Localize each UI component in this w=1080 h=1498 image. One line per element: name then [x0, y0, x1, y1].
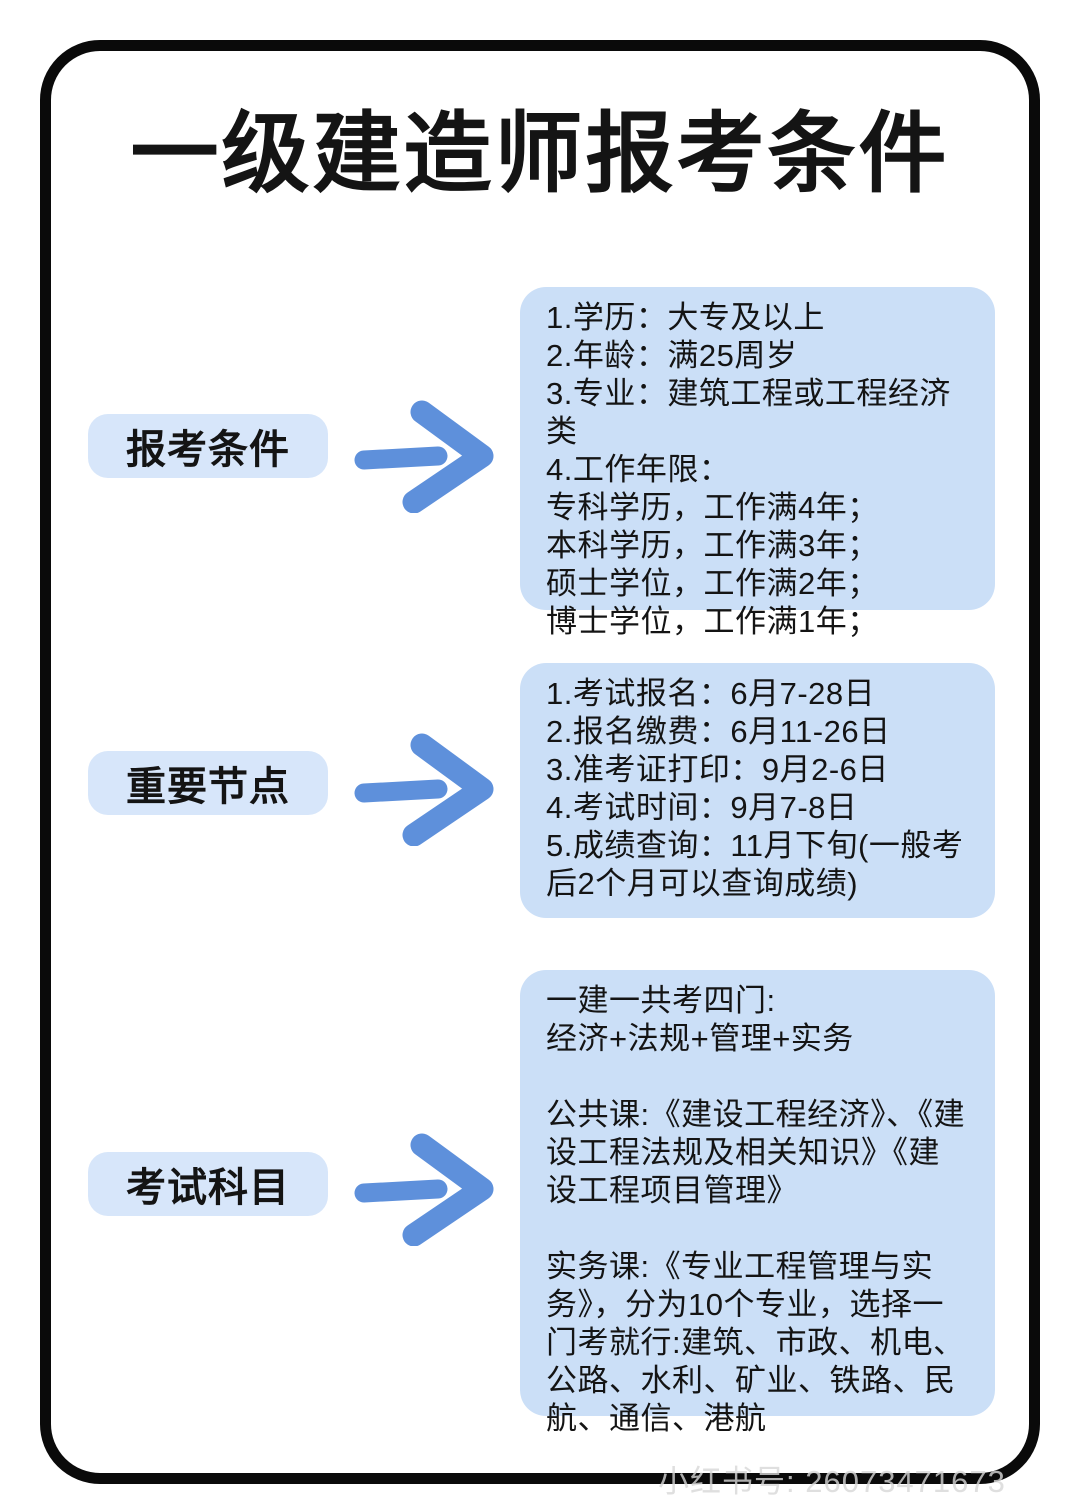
- border-frame: [40, 40, 1040, 1484]
- section-content-exam-subjects: 一建一共考四门: 经济+法规+管理+实务 公共课:《建设工程经济》、《建设工程法…: [520, 970, 995, 1436]
- arrow-right-icon: [354, 400, 494, 513]
- section-label-requirements: 报考条件: [88, 414, 328, 478]
- section-content-requirements: 1.学历：大专及以上 2.年龄：满25周岁 3.专业：建筑工程或工程经济类 4.…: [520, 287, 995, 639]
- page-title: 一级建造师报考条件: [130, 104, 950, 203]
- section-content-key-dates: 1.考试报名：6月7-28日 2.报名缴费：6月11-26日 3.准考证打印：9…: [520, 663, 995, 918]
- arrow-right-icon: [354, 1133, 494, 1246]
- arrow-right-icon: [354, 733, 494, 846]
- section-label-exam-subjects: 考试科目: [88, 1152, 328, 1216]
- watermark: 小红书号: 26073471673: [658, 1464, 1006, 1498]
- section-label-key-dates: 重要节点: [88, 751, 328, 815]
